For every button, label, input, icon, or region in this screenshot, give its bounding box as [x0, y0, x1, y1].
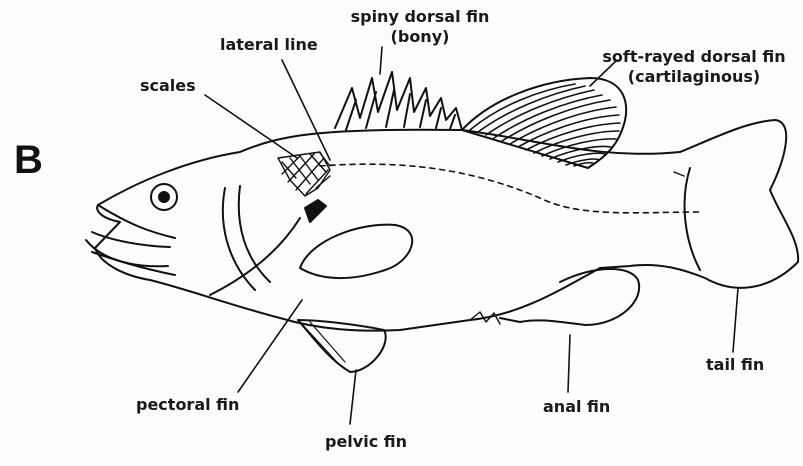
lateral-line: [320, 164, 700, 213]
eye: [151, 184, 177, 210]
scales-patch: [278, 152, 330, 196]
label-soft-dorsal-fin: soft-rayed dorsal fin (cartilaginous): [590, 47, 798, 87]
label-spiny-dorsal-fin-text: spiny dorsal fin: [330, 7, 510, 27]
spiny-dorsal-fin: [335, 72, 462, 130]
label-pectoral-fin: pectoral fin: [136, 395, 239, 415]
label-lateral-line: lateral line: [220, 35, 318, 55]
gill-cover: [210, 186, 326, 295]
label-soft-dorsal-fin-sub: (cartilaginous): [590, 67, 798, 87]
label-pelvic-fin: pelvic fin: [325, 432, 407, 452]
label-spiny-dorsal-fin: spiny dorsal fin (bony): [330, 7, 510, 47]
leader-lines: [205, 47, 738, 424]
label-soft-dorsal-fin-text: soft-rayed dorsal fin: [590, 47, 798, 67]
label-tail-fin: tail fin: [706, 355, 764, 375]
pelvic-fin: [298, 320, 386, 372]
label-spiny-dorsal-fin-sub: (bony): [330, 27, 510, 47]
label-scales: scales: [140, 76, 196, 96]
soft-dorsal-fin: [462, 78, 626, 168]
label-anal-fin: anal fin: [543, 397, 610, 417]
tail-fin: [685, 168, 700, 270]
pectoral-fin: [300, 225, 412, 278]
panel-letter: B: [14, 138, 43, 183]
fish-body-outline: [95, 120, 798, 331]
anal-fin: [470, 269, 639, 325]
mouth: [86, 205, 175, 275]
